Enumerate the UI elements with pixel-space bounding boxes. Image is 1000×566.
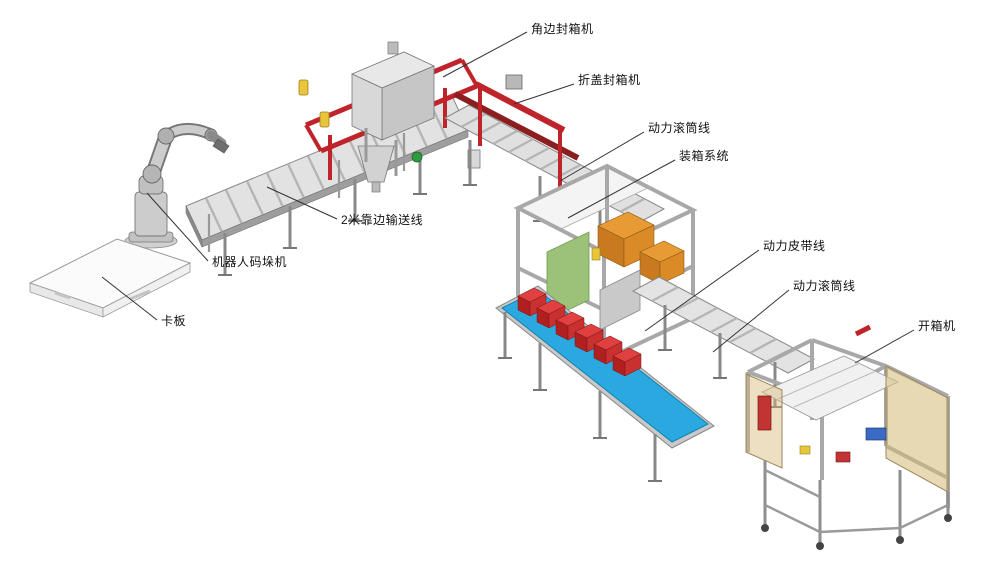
label-flap-sealer: 折盖封箱机 [578, 73, 641, 87]
leader-lines [101, 31, 915, 364]
robot-palletizer-graphic [124, 123, 230, 249]
label-pallet: 卡板 [161, 314, 187, 328]
label-carton-erector: 开箱机 [918, 319, 956, 333]
carton-erector-graphic [745, 324, 952, 550]
label-belt-line: 动力皮带线 [763, 239, 826, 253]
label-roller-line-2: 动力滚筒线 [793, 279, 856, 293]
label-corner-sealer: 角边封箱机 [531, 22, 594, 36]
label-roller-line-1: 动力滚筒线 [648, 121, 711, 135]
label-case-packer: 装箱系统 [679, 149, 730, 163]
flap-sealer-graphic [443, 74, 598, 222]
pallet-graphic [28, 238, 192, 318]
case-packer-graphic [513, 163, 698, 362]
belt-conveyor-graphic [495, 285, 715, 482]
label-edge-conveyor: 2米靠边输送线 [341, 213, 424, 227]
label-robot-palletizer: 机器人码垛机 [212, 255, 288, 269]
corner-sealer-graphic [298, 41, 479, 193]
